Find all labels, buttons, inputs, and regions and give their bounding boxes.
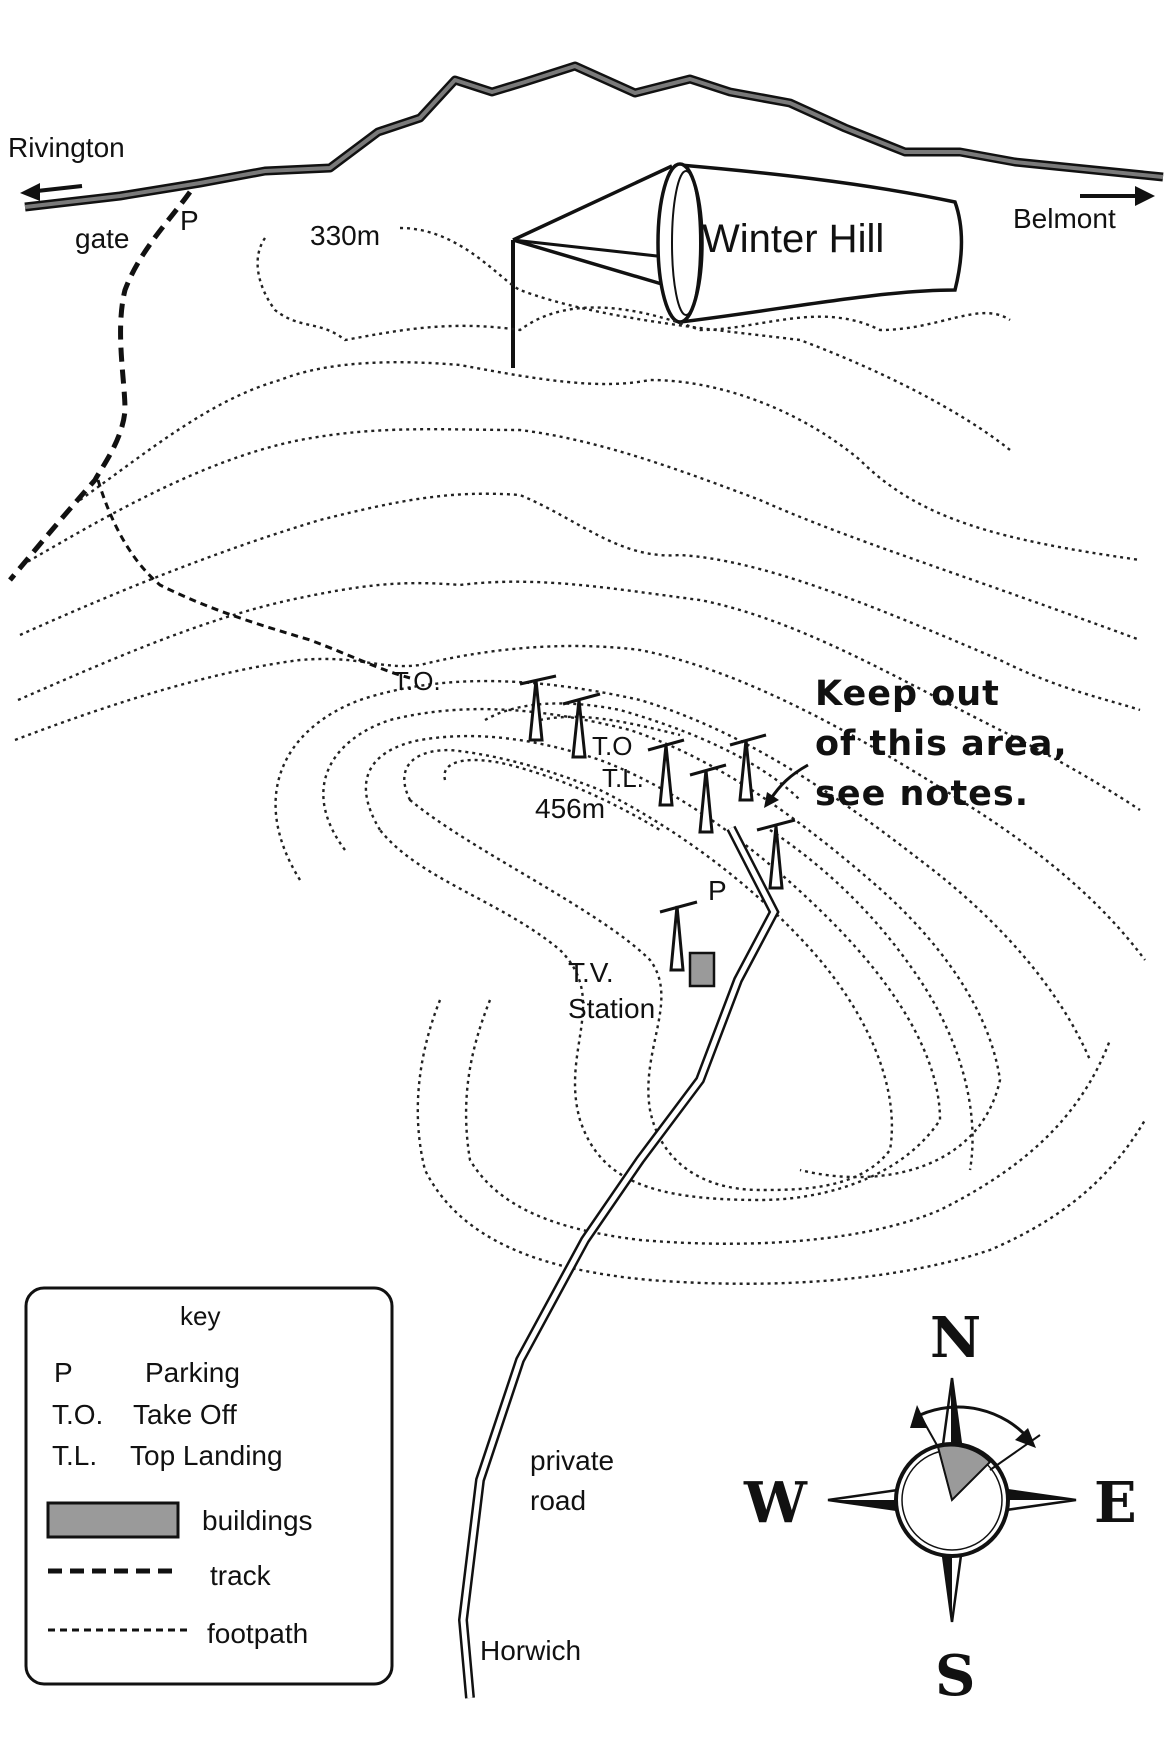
warning-arrow-icon <box>764 763 809 808</box>
key-label-parking: Parking <box>145 1357 240 1388</box>
key-label-top-landing: Top Landing <box>130 1440 283 1471</box>
compass-south: S <box>935 1643 975 1709</box>
contour-lines <box>14 226 1147 1285</box>
label-contour-330m: 330m <box>310 220 380 251</box>
contour-line <box>464 999 1112 1245</box>
contour-line <box>416 999 1147 1285</box>
key-title: key <box>180 1301 220 1331</box>
compass-north: N <box>930 1305 981 1371</box>
label-horwich: Horwich <box>480 1635 581 1666</box>
label-takeoff-west: T.O. <box>393 666 441 696</box>
label-top-landing: T.L. <box>602 763 644 793</box>
contour-line <box>484 702 801 801</box>
mast-icon <box>729 733 767 802</box>
mast-icon <box>562 692 601 759</box>
mast-icon <box>659 900 698 972</box>
compass-west: W <box>743 1470 808 1536</box>
warning-line-2: of this area, <box>815 724 1068 764</box>
label-gate: gate <box>75 223 130 254</box>
label-belmont: Belmont <box>1013 203 1116 234</box>
arrow-rivington-icon <box>20 183 83 201</box>
arrow-belmont-icon <box>1080 186 1155 206</box>
key-label-footpath: footpath <box>207 1618 308 1649</box>
mast-icons <box>519 674 796 972</box>
contour-line <box>322 707 1002 1179</box>
label-winter-hill: Winter Hill <box>702 217 884 261</box>
label-parking-station: P <box>708 875 727 906</box>
key-swatch-buildings <box>46 1501 180 1539</box>
label-rivington: Rivington <box>8 132 125 163</box>
key-label-track: track <box>210 1560 272 1591</box>
mast-icon <box>756 818 796 890</box>
compass-rose-icon <box>827 1377 1077 1623</box>
windsock-icon <box>511 162 964 368</box>
key-symbol-parking: P <box>54 1357 73 1388</box>
mast-icon <box>519 674 557 742</box>
label-private-road-1: private <box>530 1445 614 1476</box>
contour-line <box>403 748 894 1192</box>
contour-line <box>769 829 974 1171</box>
key-label-buildings: buildings <box>202 1505 313 1536</box>
contour-line <box>274 679 1092 1061</box>
label-parking-top: P <box>180 205 199 236</box>
mast-icon <box>647 738 685 807</box>
key-symbol-takeoff: T.O. <box>52 1399 103 1430</box>
label-private-road-2: road <box>530 1485 586 1516</box>
label-tv-station-1: T.V. <box>568 957 614 988</box>
key-label-takeoff: Take Off <box>133 1399 237 1430</box>
key-symbol-top-landing: T.L. <box>52 1440 97 1471</box>
contour-line <box>399 226 1011 451</box>
contour-line <box>21 428 1141 642</box>
ridge-road <box>24 61 1164 212</box>
warning-line-1: Keep out <box>815 674 1000 714</box>
contour-line <box>364 734 942 1202</box>
warning-line-3: see notes. <box>815 774 1029 814</box>
contour-line <box>14 644 1146 961</box>
footpath-path <box>96 479 411 680</box>
contour-line <box>79 361 1141 562</box>
compass-east: E <box>1094 1470 1137 1536</box>
tv-station-building <box>688 951 716 988</box>
contour-line <box>17 580 1141 811</box>
contour-330m <box>256 237 1011 342</box>
label-takeoff-summit: T.O <box>592 731 632 761</box>
mast-icon <box>689 763 727 834</box>
label-tv-station-2: Station <box>568 993 655 1024</box>
label-summit-height: 456m <box>535 793 605 824</box>
map-key: key P Parking T.O. Take Off T.L. Top Lan… <box>24 1286 394 1686</box>
private-road <box>457 825 780 1699</box>
